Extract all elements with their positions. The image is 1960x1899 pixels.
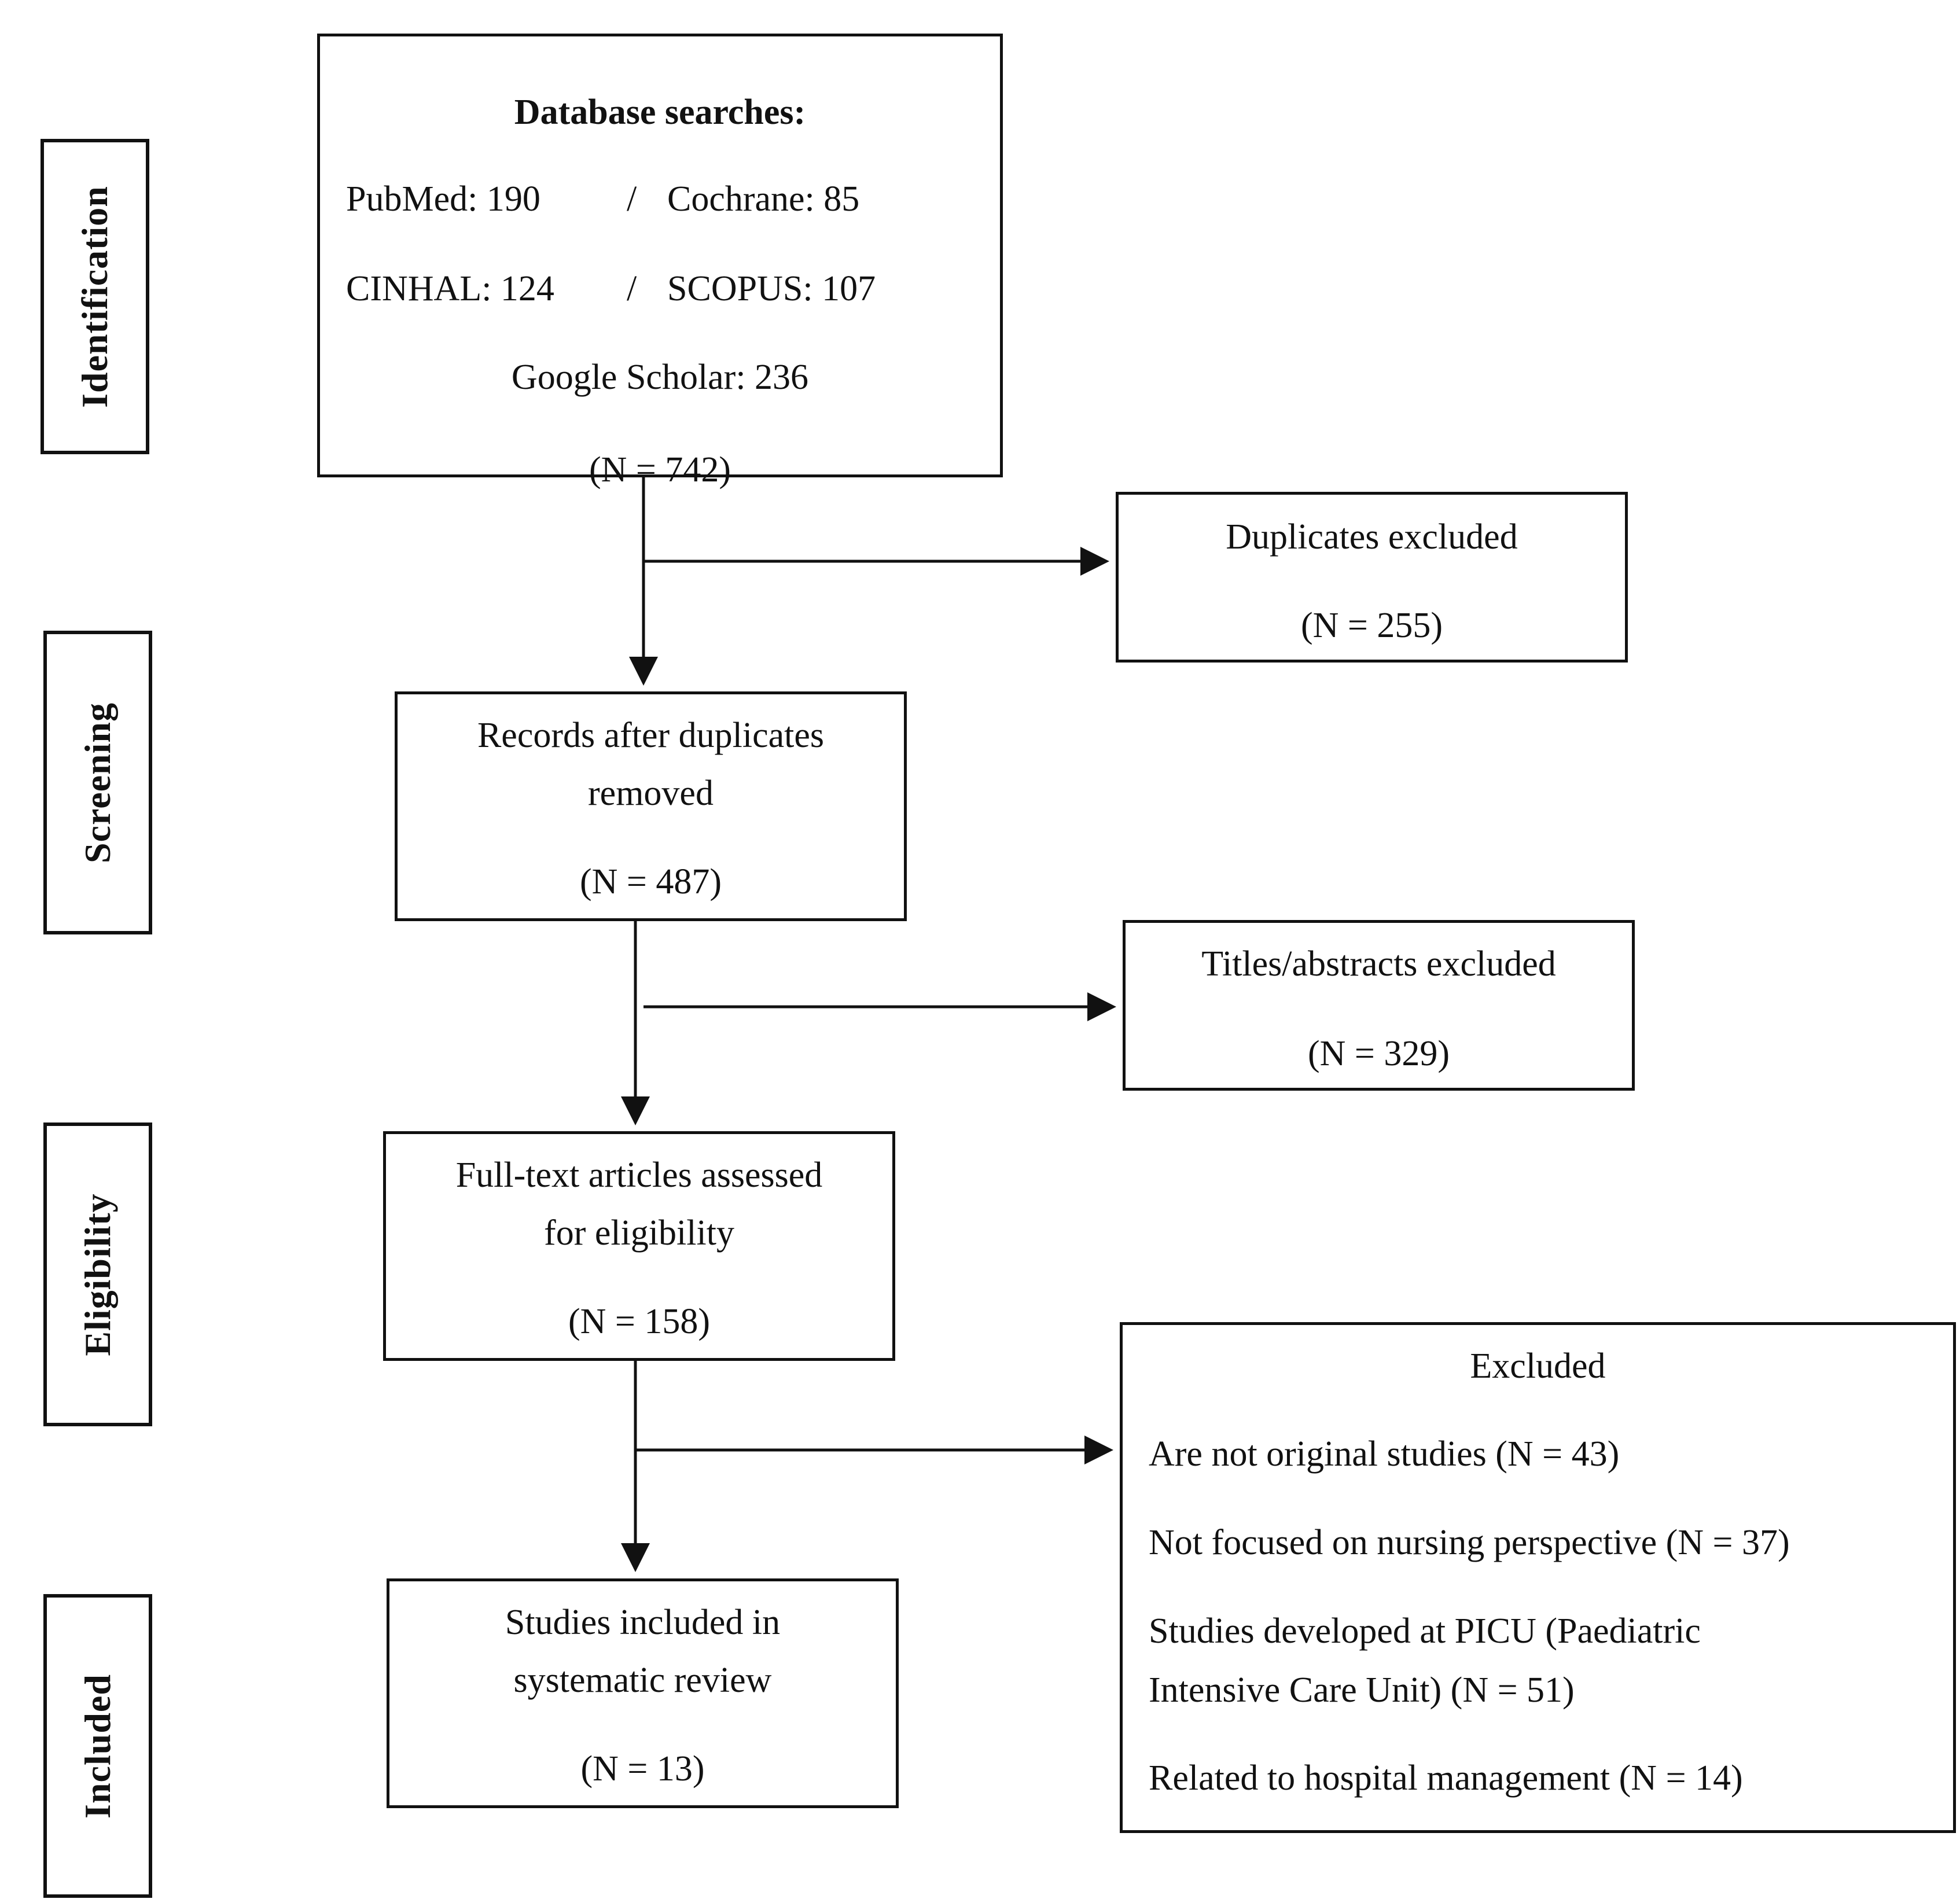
pubmed-count: PubMed: 190 bbox=[346, 179, 540, 219]
titles-n: (N = 329) bbox=[1307, 1034, 1450, 1073]
titles-label: Titles/abstracts excluded bbox=[1201, 944, 1556, 984]
fulltext-line1: Full-text articles assessed bbox=[455, 1155, 823, 1195]
fulltext-box: Full-text articles assessed for eligibil… bbox=[383, 1131, 895, 1361]
stage-eligibility: Eligibility bbox=[43, 1123, 152, 1426]
stage-identification: Identification bbox=[41, 139, 149, 454]
excluded-reasons-box: Excluded Are not original studies (N = 4… bbox=[1120, 1322, 1956, 1833]
duplicates-label: Duplicates excluded bbox=[1226, 517, 1518, 557]
stage-included: Included bbox=[43, 1594, 152, 1898]
cochrane-count: Cochrane: 85 bbox=[667, 179, 860, 219]
records-n: (N = 487) bbox=[579, 862, 722, 901]
excluded-reason-picu-line2: Intensive Care Unit) (N = 51) bbox=[1149, 1670, 1575, 1710]
database-searches-box: Database searches: PubMed: 190 / Cochran… bbox=[317, 34, 1003, 488]
studies-included-box: Studies included in systematic review (N… bbox=[387, 1578, 899, 1808]
database-title: Database searches: bbox=[514, 93, 806, 132]
records-line2: removed bbox=[588, 774, 714, 813]
excluded-reason-not-nursing: Not focused on nursing perspective (N = … bbox=[1149, 1523, 1790, 1562]
excluded-reason-hospital-management: Related to hospital management (N = 14) bbox=[1149, 1758, 1743, 1798]
excluded-title: Excluded bbox=[1470, 1346, 1606, 1386]
records-box: Records after duplicates removed (N = 48… bbox=[395, 691, 907, 921]
separator-1: / bbox=[627, 179, 637, 219]
records-line1: Records after duplicates bbox=[477, 716, 825, 755]
fulltext-n: (N = 158) bbox=[568, 1302, 711, 1341]
fulltext-line2: for eligibility bbox=[544, 1213, 734, 1253]
duplicates-excluded-box: Duplicates excluded (N = 255) bbox=[1116, 492, 1628, 663]
included-line1: Studies included in bbox=[505, 1603, 781, 1642]
titles-excluded-box: Titles/abstracts excluded (N = 329) bbox=[1123, 920, 1635, 1091]
scopus-count: SCOPUS: 107 bbox=[667, 269, 876, 308]
database-total: (N = 742) bbox=[589, 450, 731, 490]
excluded-reason-not-original: Are not original studies (N = 43) bbox=[1149, 1434, 1620, 1474]
included-line2: systematic review bbox=[513, 1661, 772, 1700]
duplicates-n: (N = 255) bbox=[1300, 606, 1443, 645]
separator-2: / bbox=[627, 269, 637, 308]
google-scholar-count: Google Scholar: 236 bbox=[511, 358, 809, 397]
cinhal-count: CINHAL: 124 bbox=[346, 269, 554, 308]
excluded-reason-picu-line1: Studies developed at PICU (Paediatric bbox=[1149, 1611, 1701, 1651]
stage-screening: Screening bbox=[43, 631, 152, 934]
included-n: (N = 13) bbox=[580, 1749, 705, 1788]
